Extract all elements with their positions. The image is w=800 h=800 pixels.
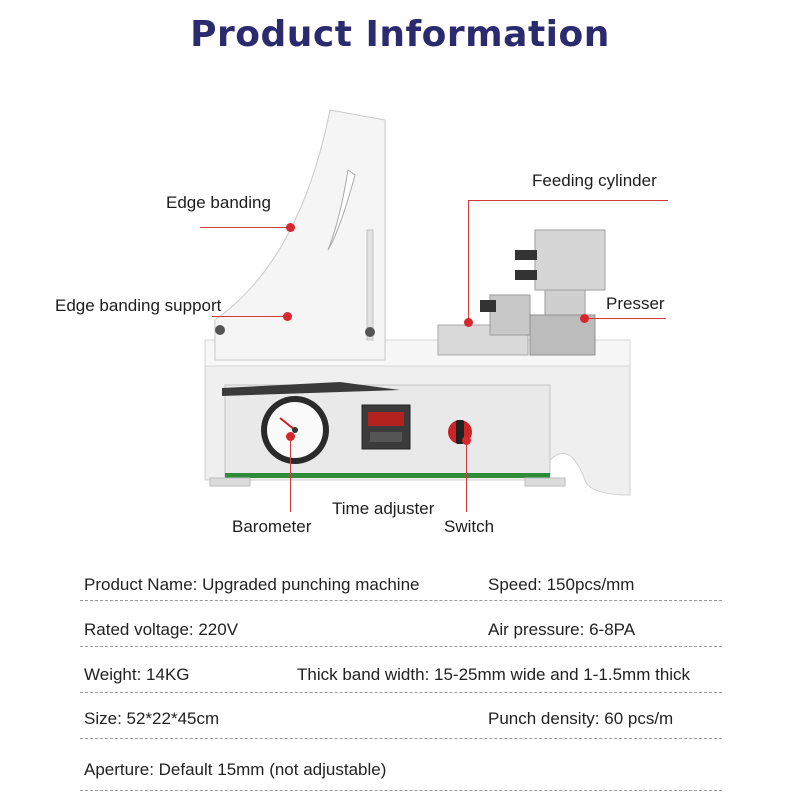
callout-dot-edge-banding [286, 223, 295, 232]
callout-dot-barometer [286, 432, 295, 441]
divider [80, 790, 722, 791]
callout-line-feeding-cylinder-h [468, 200, 668, 201]
divider [80, 646, 722, 647]
label-edge-banding-support: Edge banding support [55, 296, 222, 315]
callout-line-presser [584, 318, 666, 319]
callout-line-switch [466, 440, 467, 512]
spec-thick-band-width: Thick band width: 15-25mm wide and 1-1.5… [297, 665, 691, 684]
callout-dot-edge-banding-support [283, 312, 292, 321]
label-time-adjuster: Time adjuster [332, 499, 435, 518]
spec-air-pressure: Air pressure: 6-8PA [488, 620, 636, 639]
spec-aperture: Aperture: Default 15mm (not adjustable) [84, 760, 387, 779]
callout-dot-feeding-cylinder [464, 318, 473, 327]
label-barometer: Barometer [232, 517, 312, 536]
callout-line-edge-banding-support [212, 316, 287, 317]
label-edge-banding: Edge banding [166, 193, 271, 212]
divider [80, 692, 722, 693]
callout-line-barometer [290, 436, 291, 512]
spec-weight: Weight: 14KG [84, 665, 190, 684]
divider [80, 600, 722, 601]
label-switch: Switch [444, 517, 495, 536]
punching-machine-image [204, 109, 631, 496]
spec-punch-density: Punch density: 60 pcs/m [488, 709, 674, 728]
spec-speed: Speed: 150pcs/mm [488, 575, 635, 594]
label-presser: Presser [606, 294, 665, 313]
spec-size: Size: 52*22*45cm [84, 709, 220, 728]
callout-line-edge-banding [200, 227, 290, 228]
spec-product-name: Product Name: Upgraded punching machine [84, 575, 420, 594]
callout-dot-switch [462, 436, 471, 445]
spec-rated-voltage: Rated voltage: 220V [84, 620, 239, 639]
callout-dot-presser [580, 314, 589, 323]
label-feeding-cylinder: Feeding cylinder [532, 171, 657, 190]
page-title: Product Information [190, 14, 610, 55]
divider [80, 738, 722, 739]
callout-line-feeding-cylinder-v [468, 200, 469, 322]
